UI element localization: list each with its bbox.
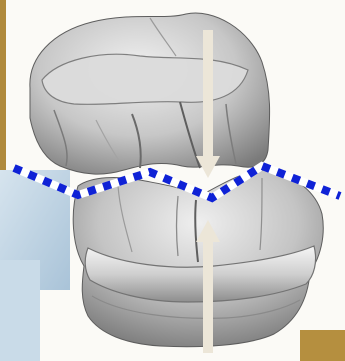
upper-tooth (30, 13, 270, 174)
